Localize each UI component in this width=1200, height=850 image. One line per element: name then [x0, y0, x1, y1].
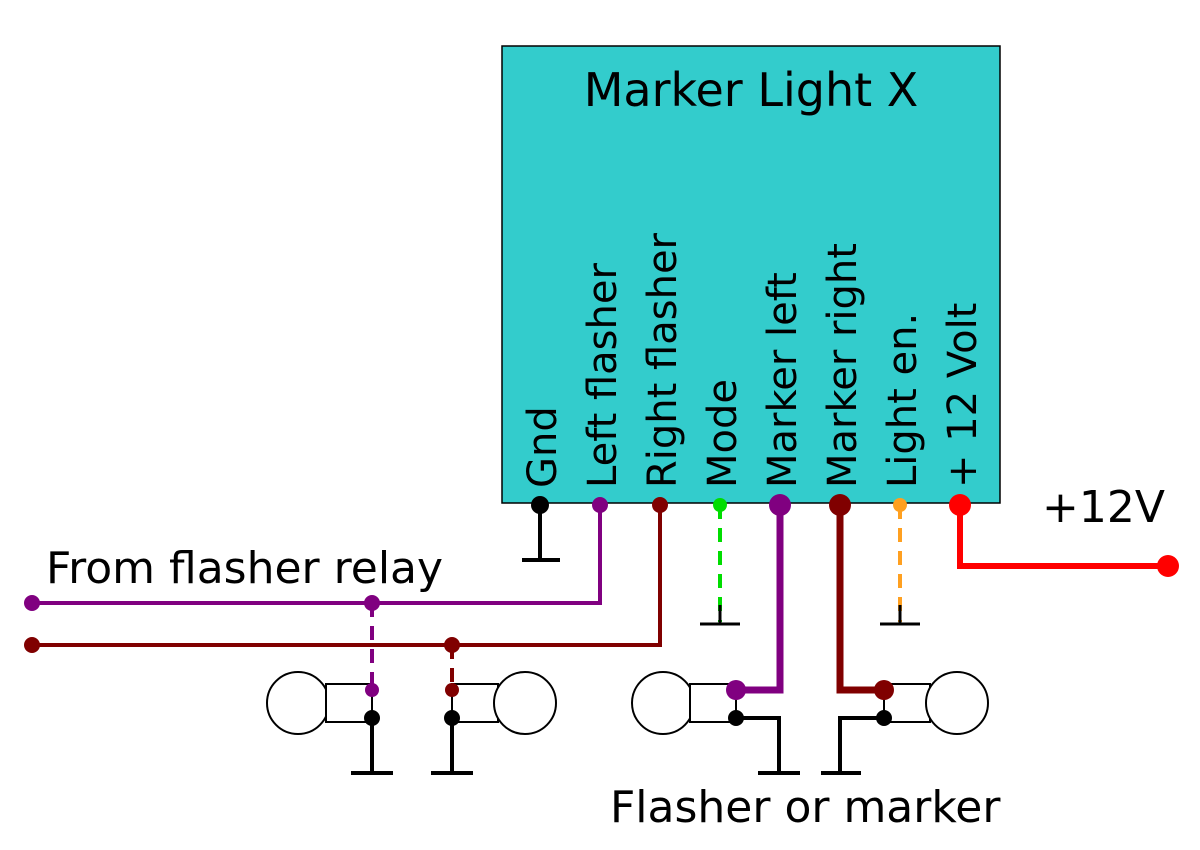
bulb-left-flasher-terminal — [365, 683, 379, 697]
pin-label-light-en: Light en. — [880, 313, 926, 488]
relay-terminal-left — [24, 595, 40, 611]
relay-terminal-right — [24, 637, 40, 653]
pin-dot-marker-left — [769, 494, 791, 516]
pin-label-marker-right: Marker right — [820, 243, 866, 488]
wire-right-flasher — [32, 505, 662, 647]
pin-label-mode: Mode — [700, 379, 746, 488]
bulb-marker-left-terminal — [726, 680, 746, 700]
pin-label-marker-left: Marker left — [760, 272, 806, 488]
pin-label-plus-12-volt: + 12 Volt — [940, 303, 986, 488]
ground-mode — [700, 605, 740, 626]
module-box — [501, 45, 1001, 504]
wire-gnd — [522, 505, 560, 562]
bulb-left-flasher — [266, 671, 373, 735]
ground-bulb-marker-left — [736, 716, 800, 775]
ground-bulb-left-flasher — [351, 718, 393, 775]
bulb-marker-left-ground-dot — [728, 710, 744, 726]
pin-dot-plus-12-volt — [949, 494, 971, 516]
bulb-right-flasher — [451, 671, 557, 735]
from-flasher-relay-label: From flasher relay — [46, 543, 443, 594]
ground-bulb-marker-right — [821, 716, 884, 775]
ground-light-en — [880, 605, 920, 626]
bulb-marker-right-terminal — [874, 680, 894, 700]
pin-dot-marker-right — [829, 494, 851, 516]
pin-dot-gnd — [531, 496, 549, 514]
supply-label: +12V — [1042, 482, 1165, 533]
bulb-right-flasher-terminal — [445, 683, 459, 697]
pin-label-gnd: Gnd — [520, 406, 566, 488]
supply-terminal-dot — [1157, 555, 1179, 577]
bulb-marker-right-ground-dot — [876, 710, 892, 726]
pin-label-left-flasher: Left flasher — [580, 263, 626, 488]
wire-left-flasher — [32, 505, 602, 605]
wire-plus-12v — [957, 505, 1168, 569]
ground-bulb-right-flasher — [431, 718, 473, 775]
flasher-or-marker-label: Flasher or marker — [610, 782, 1001, 833]
pin-dot-right-flasher — [652, 497, 668, 513]
bulb-marker-right — [883, 671, 989, 735]
pin-dot-mode — [713, 498, 727, 512]
pin-label-right-flasher: Right flasher — [640, 232, 686, 488]
bulb-right-flasher-ground-dot — [444, 710, 460, 726]
pin-dot-left-flasher — [592, 497, 608, 513]
bulb-left-flasher-ground-dot — [364, 710, 380, 726]
wire-marker-right — [836, 505, 884, 694]
bulb-marker-left — [631, 671, 737, 735]
wire-marker-left — [736, 505, 784, 694]
pin-dot-light-en — [893, 498, 907, 512]
module-title: Marker Light X — [584, 63, 919, 117]
